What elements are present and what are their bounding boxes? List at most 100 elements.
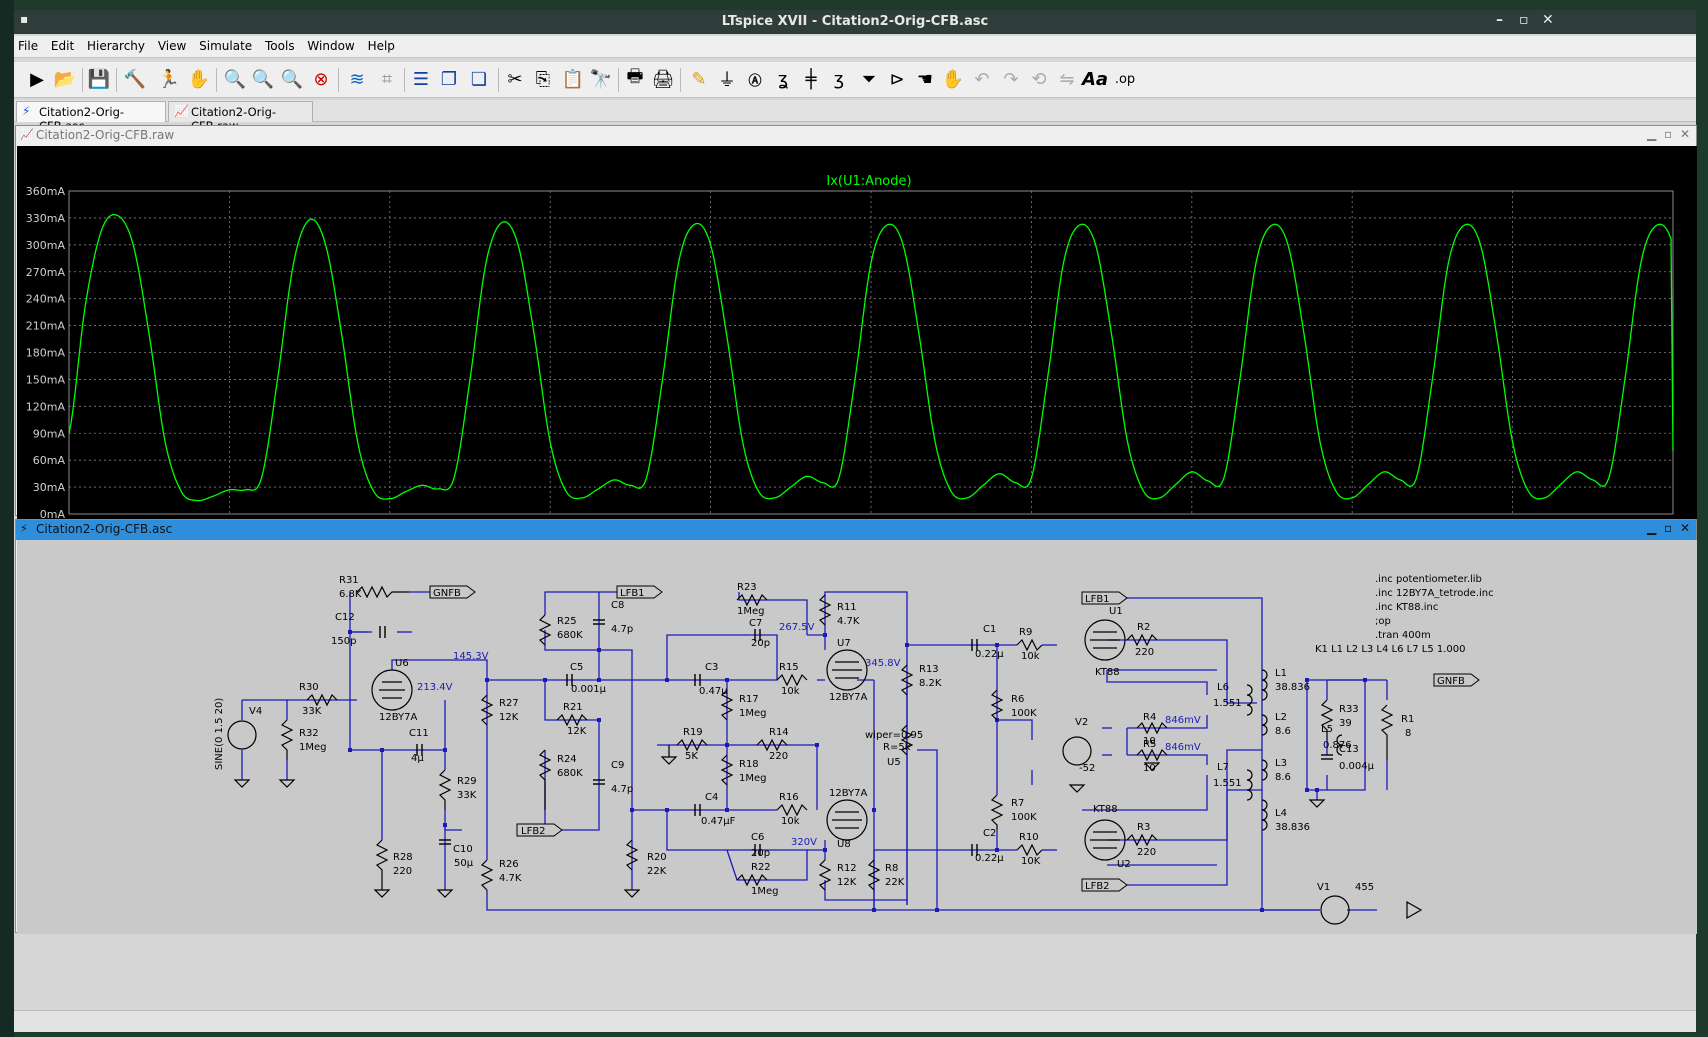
- schematic-label-u7t[interactable]: 12BY7A: [829, 692, 868, 703]
- schematic-label-r21v[interactable]: 12K: [567, 726, 587, 737]
- schematic-label-l1v[interactable]: 38.836: [1275, 682, 1310, 693]
- drag-icon[interactable]: ✋: [941, 68, 965, 90]
- schematic-label-c2[interactable]: C2: [983, 828, 996, 839]
- r1-symbol[interactable]: [1380, 704, 1394, 760]
- schematic-label-r9[interactable]: R9: [1019, 627, 1032, 638]
- schematic-label-r17v[interactable]: 1Meg: [739, 708, 767, 719]
- undo-icon[interactable]: ↶: [974, 68, 990, 90]
- schematic-label-d2[interactable]: .inc 12BY7A_tetrode.inc: [1375, 588, 1494, 599]
- schematic-label-r17[interactable]: R17: [739, 694, 759, 705]
- schematic-label-c11[interactable]: C11: [409, 728, 429, 739]
- schematic-label-r31[interactable]: R31: [339, 575, 359, 586]
- schematic-label-r2[interactable]: R2: [1137, 622, 1150, 633]
- schematic-label-r20[interactable]: R20: [647, 852, 667, 863]
- schematic-label-r5v[interactable]: 10: [1143, 763, 1156, 774]
- schematic-label-r1[interactable]: R1: [1401, 714, 1414, 725]
- schematic-label-c8v[interactable]: 4.7p: [611, 624, 633, 635]
- schematic-label-c13[interactable]: C13: [1339, 744, 1359, 755]
- schematic-label-r25v[interactable]: 680K: [557, 630, 583, 641]
- r13-symbol[interactable]: [900, 664, 914, 696]
- draw-wire-icon[interactable]: ✎: [691, 68, 707, 90]
- schematic-label-r29v[interactable]: 33K: [457, 790, 477, 801]
- spice-directive-icon[interactable]: .op: [1114, 71, 1136, 87]
- print-icon[interactable]: 🖶: [626, 66, 644, 87]
- u1-tube[interactable]: [1084, 619, 1126, 661]
- schematic-label-r11v[interactable]: 4.7K: [837, 616, 860, 627]
- v4-source[interactable]: [227, 720, 257, 750]
- schematic-label-r29[interactable]: R29: [457, 776, 477, 787]
- schematic-label-v4[interactable]: V4: [249, 706, 262, 717]
- schematic-label-r32[interactable]: R32: [299, 728, 319, 739]
- schematic-label-r19v[interactable]: 5K: [685, 751, 698, 762]
- schematic-label-r30[interactable]: R30: [299, 682, 319, 693]
- tile-horizontal-icon[interactable]: ❐: [440, 68, 458, 90]
- r14-symbol[interactable]: [756, 738, 788, 752]
- mdi-window-controls[interactable]: ▁ ▫ ✕: [1646, 521, 1692, 535]
- schematic-label-c5[interactable]: C5: [570, 662, 583, 673]
- zoom-out-icon[interactable]: 🔍: [280, 68, 304, 90]
- pick-trace-icon[interactable]: ⌗: [381, 68, 393, 90]
- schematic-label-d3[interactable]: .inc KT88.inc: [1375, 602, 1438, 613]
- r3-symbol[interactable]: [1126, 833, 1158, 847]
- schematic-label-c9[interactable]: C9: [611, 760, 624, 771]
- maximize-icon[interactable]: ▫: [1519, 12, 1529, 28]
- u5-pot-symbol[interactable]: [900, 724, 914, 756]
- r27-symbol[interactable]: [480, 694, 494, 726]
- schematic-label-v345[interactable]: 345.8V: [865, 658, 901, 669]
- schematic-label-r23[interactable]: R23: [737, 582, 757, 593]
- schematic-label-r20v[interactable]: 22K: [647, 866, 667, 877]
- l4-symbol[interactable]: [1261, 799, 1268, 831]
- l1-symbol[interactable]: [1261, 669, 1268, 701]
- schematic-label-lfb2a[interactable]: LFB2: [521, 826, 546, 837]
- schematic-label-u1[interactable]: U1: [1109, 606, 1123, 617]
- schematic-label-r8v[interactable]: 22K: [885, 877, 905, 888]
- schematic-label-l6v[interactable]: 1.551: [1213, 698, 1242, 709]
- schematic-label-r15[interactable]: R15: [779, 662, 799, 673]
- schematic-label-c5v[interactable]: 0.001µ: [571, 684, 607, 695]
- schematic-label-l4v[interactable]: 38.836: [1275, 822, 1310, 833]
- component-icon[interactable]: ⊳: [889, 68, 905, 90]
- menu-edit[interactable]: Edit: [50, 39, 75, 53]
- schematic-label-u7[interactable]: U7: [837, 638, 851, 649]
- schematic-label-l7[interactable]: L7: [1217, 762, 1229, 773]
- schematic-label-v1v[interactable]: 455: [1355, 882, 1374, 893]
- schematic-label-c3[interactable]: C3: [705, 662, 718, 673]
- r33-symbol[interactable]: [1320, 699, 1334, 740]
- schematic-label-c1[interactable]: C1: [983, 624, 996, 635]
- r8-symbol[interactable]: [867, 859, 881, 891]
- menu-view[interactable]: View: [157, 39, 187, 53]
- schematic-label-l2v[interactable]: 8.6: [1275, 726, 1291, 737]
- close-icon[interactable]: ✕: [1542, 12, 1554, 28]
- schematic-label-d1[interactable]: .inc potentiometer.lib: [1375, 574, 1482, 585]
- r31-symbol[interactable]: [356, 585, 409, 599]
- mdi-window-controls[interactable]: ▁ ▫ ✕: [1646, 127, 1692, 141]
- schematic-label-r7[interactable]: R7: [1011, 798, 1024, 809]
- r7-symbol[interactable]: [990, 794, 1004, 830]
- schematic-label-gnfb1[interactable]: GNFB: [433, 588, 461, 599]
- r5-symbol[interactable]: [1136, 748, 1168, 762]
- r26-symbol[interactable]: [480, 859, 494, 891]
- u7-tube[interactable]: [826, 649, 868, 691]
- schematic-label-c4[interactable]: C4: [705, 792, 718, 803]
- r2-symbol[interactable]: [1126, 633, 1158, 647]
- save-icon[interactable]: 💾: [87, 68, 111, 90]
- schematic-label-l4[interactable]: L4: [1275, 808, 1287, 819]
- schematic-label-r11[interactable]: R11: [837, 602, 857, 613]
- schematic-label-c12[interactable]: C12: [335, 612, 355, 623]
- r18-symbol[interactable]: [720, 754, 734, 786]
- schematic-label-r13[interactable]: R13: [919, 664, 939, 675]
- tab-waveform[interactable]: 📈 Citation2-Orig-CFB.raw: [168, 101, 313, 133]
- waveform-plot[interactable]: Ix(U1:Anode) 0mA30mA60mA90mA120mA150mA18…: [17, 146, 1697, 566]
- r9-symbol[interactable]: [1016, 638, 1043, 652]
- schematic-label-r22[interactable]: R22: [751, 862, 771, 873]
- schematic-label-v267[interactable]: 267.5V: [779, 622, 815, 633]
- schematic-label-r28v[interactable]: 220: [393, 866, 412, 877]
- schematic-label-l5v[interactable]: 0.876: [1323, 740, 1352, 751]
- schematic-label-v145[interactable]: 145.3V: [453, 651, 489, 662]
- schematic-label-r16v[interactable]: 10k: [781, 816, 800, 827]
- r29-symbol[interactable]: [438, 769, 452, 810]
- schematic-label-r24v[interactable]: 680K: [557, 768, 583, 779]
- r24-symbol[interactable]: [538, 749, 552, 810]
- l6-symbol[interactable]: [1246, 684, 1253, 716]
- schematic-label-c11v[interactable]: 4µ: [411, 753, 424, 764]
